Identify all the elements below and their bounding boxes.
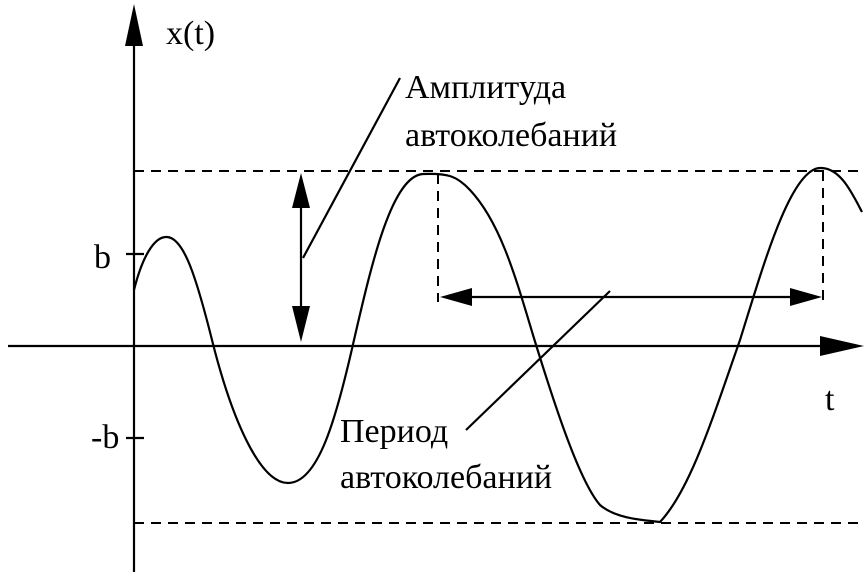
period-arrowhead-left <box>440 288 472 306</box>
tick-label-b: b <box>94 239 111 276</box>
y-axis-arrowhead <box>125 4 143 46</box>
y-axis-label: x(t) <box>166 15 215 52</box>
amplitude-leader-line <box>302 77 401 259</box>
period-leader-line <box>465 290 611 431</box>
amplitude-arrowhead-bottom <box>292 306 310 342</box>
oscillation-curve <box>132 166 863 524</box>
x-axis-label: t <box>825 381 835 418</box>
amplitude-label-line1: Амплитуда <box>405 69 566 106</box>
amplitude-arrowhead-top <box>292 173 310 208</box>
amplitude-label-line2: автоколебаний <box>405 117 617 154</box>
x-axis-arrowhead <box>820 336 864 356</box>
period-arrowhead-right <box>790 288 822 306</box>
period-label-line2: автоколебаний <box>340 459 552 496</box>
period-label-line1: Период <box>340 413 448 450</box>
tick-label-minus-b: -b <box>91 419 119 456</box>
